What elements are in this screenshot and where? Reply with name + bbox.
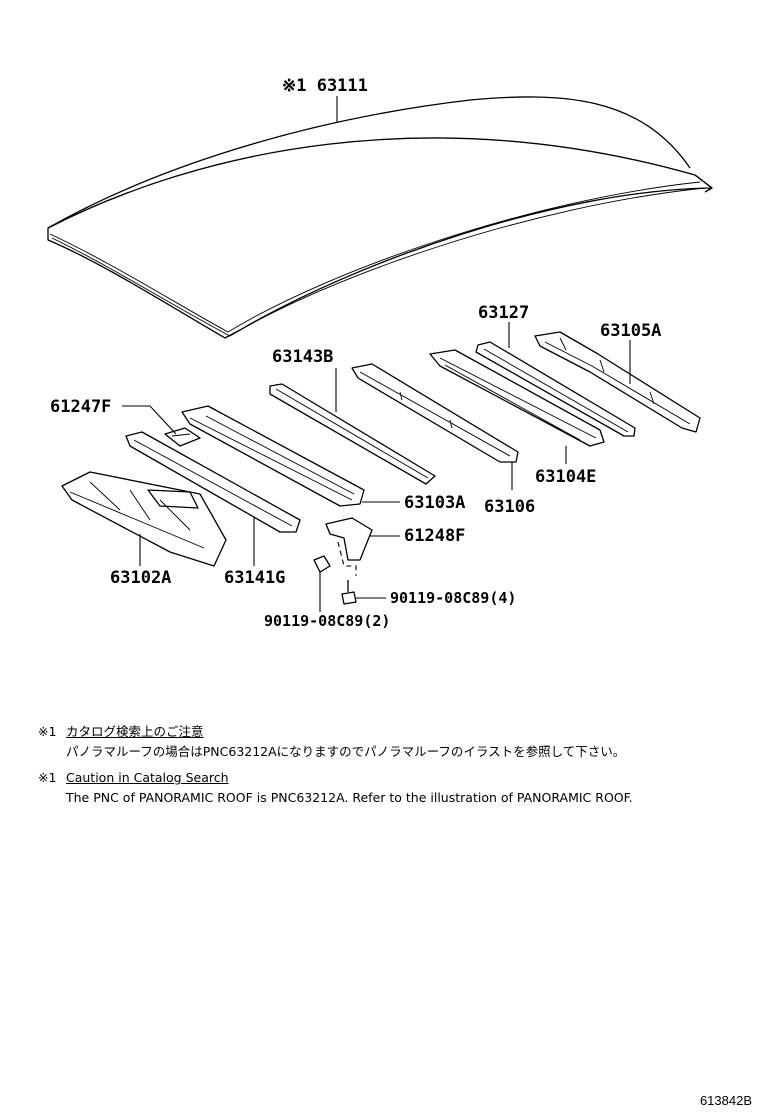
rail-63104E[interactable] [429,349,605,447]
label-bolt-4: 90119-08C89(4) [390,589,516,607]
label-bolt-2: 90119-08C89(2) [264,612,390,630]
label-63102A: 63102A [110,568,171,588]
leader-lines [122,96,631,612]
diagram-code: 613842B [699,1093,752,1108]
bolt-fastener[interactable] [341,580,357,605]
rail-63143B[interactable] [269,383,436,485]
note-body-en: The PNC of PANORAMIC ROOF is PNC63212A. … [66,790,633,805]
roof-panel-63111[interactable] [47,96,713,339]
label-61247F: 61247F [50,397,111,417]
label-63104E: 63104E [535,467,596,487]
rail-63103A[interactable] [181,405,365,507]
note-japanese: ※1 カタログ検索上のご注意 パノラマルーフの場合はPNC63212Aになります… [38,722,738,762]
label-63143B: 63143B [272,347,333,367]
note-mark-jp: ※1 [38,724,57,739]
label-63141G: 63141G [224,568,285,588]
note-body-jp: パノラマルーフの場合はPNC63212Aになりますのでパノラマルーフのイラストを… [66,744,626,759]
label-61248F: 61248F [404,526,465,546]
bracket-61247F[interactable] [164,427,201,447]
bracket-61248F[interactable] [325,517,373,561]
note-title-jp: カタログ検索上のご注意 [66,724,204,739]
nut-fastener[interactable] [313,555,331,573]
rail-63106[interactable] [351,363,519,463]
note-english: ※1 Caution in Catalog Search The PNC of … [38,768,738,808]
label-63127: 63127 [478,303,529,323]
panel-63102A[interactable] [61,471,227,567]
rail-63141G[interactable] [125,431,301,533]
label-63106: 63106 [484,497,535,517]
rail-63127[interactable] [475,341,636,437]
label-63103A: 63103A [404,493,465,513]
catalog-notes: ※1 カタログ検索上のご注意 パノラマルーフの場合はPNC63212Aになります… [38,722,738,814]
note-mark-en: ※1 [38,770,57,785]
roof-parts-diagram: ※1 63111 63127 63105A 63143B 61247F 6310… [47,76,713,630]
rail-63105A[interactable] [534,331,701,433]
note-title-en: Caution in Catalog Search [66,770,229,785]
label-63105A: 63105A [600,321,661,341]
label-63111: ※1 63111 [282,76,368,96]
